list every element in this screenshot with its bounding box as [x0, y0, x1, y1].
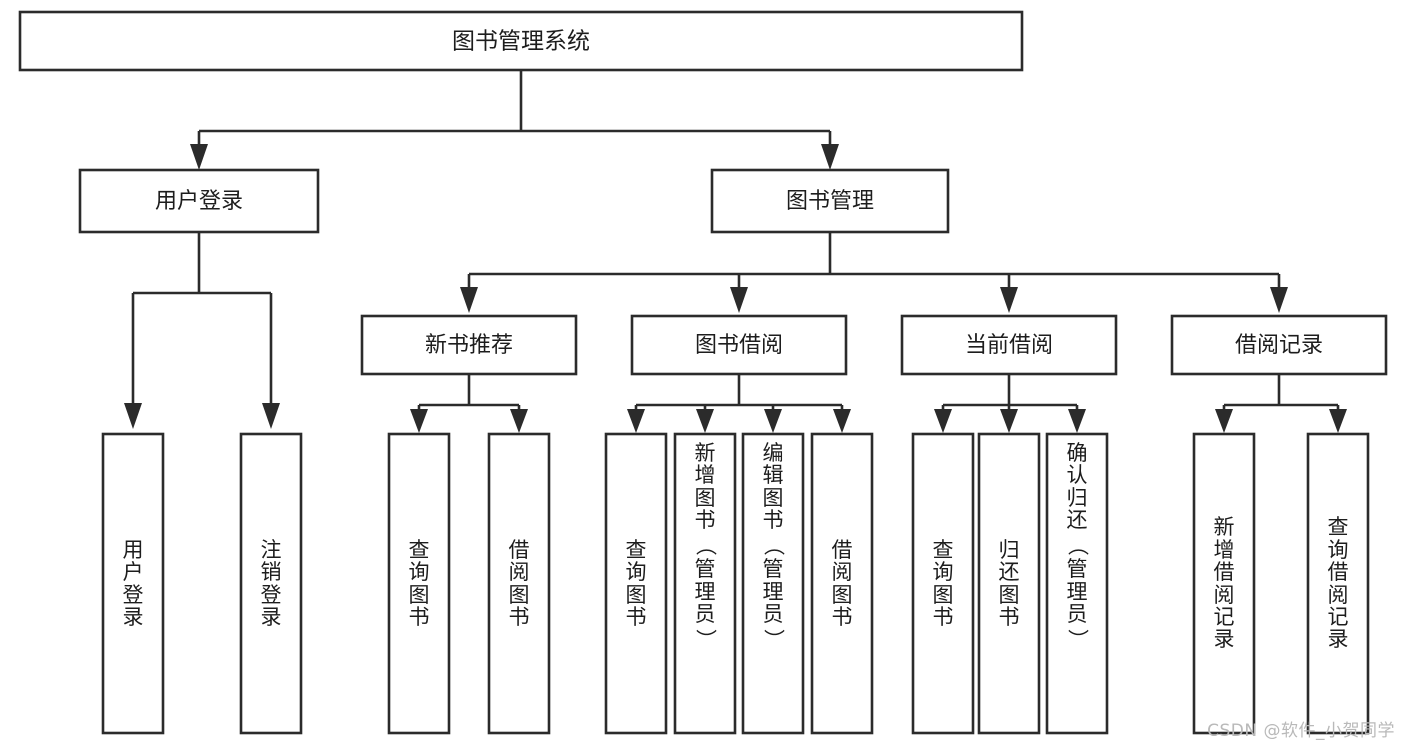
node-book-borrow-box[interactable]	[630, 314, 848, 376]
connector-group-record	[1215, 375, 1347, 433]
connector-group-root	[190, 70, 839, 170]
arrow-head-to-record	[1270, 287, 1288, 313]
arrow-head-to-current	[1000, 287, 1018, 313]
node-new-book-box[interactable]	[360, 314, 578, 376]
node-current-borrow-label: 当前借阅	[965, 333, 1053, 358]
arrow-head-leaf-2	[262, 403, 280, 429]
node-borrow-record-box[interactable]	[1170, 314, 1388, 376]
arrow-head-leaf-9	[934, 409, 952, 433]
node-leaf-box-2[interactable]	[239, 432, 303, 735]
node-user-login-label: 用户登录	[155, 189, 243, 214]
node-root-box[interactable]	[18, 10, 1024, 72]
node-leaf-box-7[interactable]	[741, 432, 805, 735]
arrow-head-to-new-book	[460, 287, 478, 313]
arrow-head-leaf-1	[124, 403, 142, 429]
node-current-borrow-box[interactable]	[900, 314, 1118, 376]
arrow-head-leaf-5	[627, 409, 645, 433]
arrow-head-leaf-10	[1000, 409, 1018, 433]
arrow-head-to-book-manage	[821, 144, 839, 170]
node-leaf-box-1[interactable]	[101, 432, 165, 735]
node-new-book-label: 新书推荐	[425, 333, 513, 358]
connector-group-new-book	[410, 375, 528, 433]
node-user-login-box[interactable]	[78, 168, 320, 234]
arrow-head-leaf-3	[410, 409, 428, 433]
arrow-head-leaf-7	[764, 409, 782, 433]
node-leaf-box-3[interactable]	[387, 432, 451, 735]
node-root-label: 图书管理系统	[452, 29, 590, 55]
arrow-head-to-user-login	[190, 144, 208, 170]
node-book-borrow-label: 图书借阅	[695, 333, 783, 358]
arrow-head-leaf-12	[1215, 409, 1233, 433]
node-leaf-box-4[interactable]	[487, 432, 551, 735]
arrow-head-leaf-13	[1329, 409, 1347, 433]
node-leaf-box-5[interactable]	[604, 432, 668, 735]
node-leaf-box-11[interactable]	[1045, 432, 1109, 735]
connector-group-user-login	[124, 232, 280, 429]
watermark-text: CSDN @软件_小贺同学	[1207, 721, 1395, 741]
node-leaf-box-13[interactable]	[1306, 432, 1370, 735]
arrow-head-leaf-6	[696, 409, 714, 433]
node-leaf-box-10[interactable]	[977, 432, 1041, 735]
arrow-head-to-borrow	[730, 287, 748, 313]
node-book-manage-label: 图书管理	[786, 189, 874, 214]
node-leaf-box-8[interactable]	[810, 432, 874, 735]
arrow-head-leaf-8	[833, 409, 851, 433]
connector-group-book-manage	[460, 232, 1288, 313]
connector-group-current	[934, 375, 1086, 433]
node-leaf-box-6[interactable]	[673, 432, 737, 735]
node-book-manage-box[interactable]	[710, 168, 950, 234]
node-leaf-box-12[interactable]	[1192, 432, 1256, 735]
arrow-head-leaf-11	[1068, 409, 1086, 433]
connector-group-borrow	[627, 375, 851, 433]
arrow-head-leaf-4	[510, 409, 528, 433]
node-leaf-box-9[interactable]	[911, 432, 975, 735]
node-borrow-record-label: 借阅记录	[1235, 333, 1323, 358]
